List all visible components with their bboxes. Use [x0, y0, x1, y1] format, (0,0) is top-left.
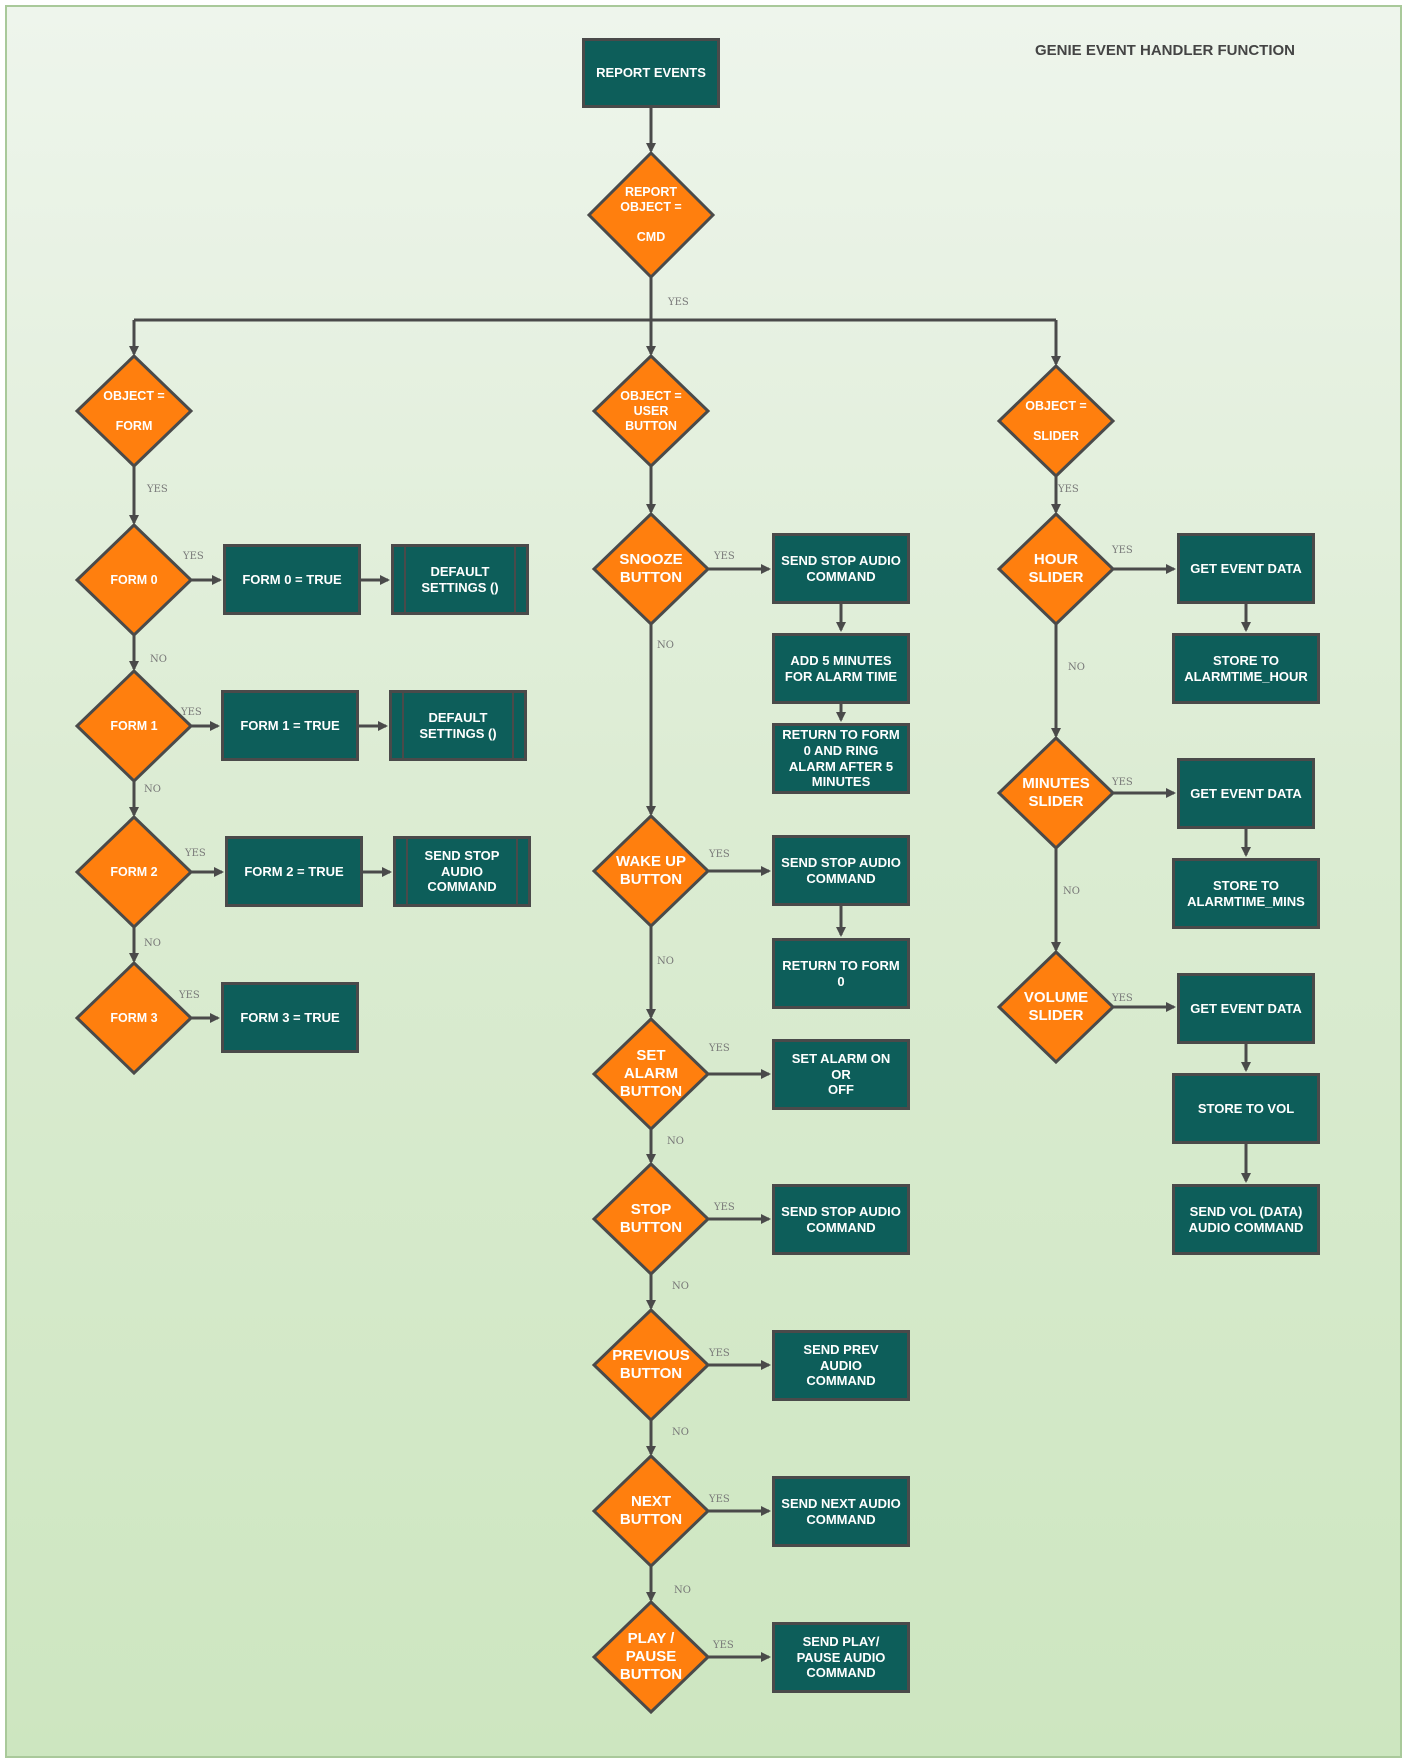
decision-previous-button: PREVIOUS BUTTON: [612, 1347, 690, 1382]
label-no-setalarm: NO: [667, 1136, 684, 1147]
process-form2-true: FORM 2 = TRUE: [225, 836, 363, 907]
process-snooze-add-5: ADD 5 MINUTES FOR ALARM TIME: [772, 633, 910, 704]
label-yes-root: YES: [668, 297, 689, 308]
decision-object-form: OBJECT = FORM: [103, 388, 165, 433]
decision-form-1: FORM 1: [110, 718, 158, 733]
process-minutes-store: STORE TO ALARMTIME_MINS: [1172, 858, 1320, 929]
connector-lines: [129, 108, 1251, 1662]
label-no-previous: NO: [672, 1427, 689, 1438]
decision-wakeup-button: WAKE UP BUTTON: [615, 853, 686, 888]
decision-report-object-cmd: REPORT OBJECT = CMD: [620, 185, 682, 244]
label-yes-form3: YES: [179, 990, 200, 1001]
label-yes-setalarm: YES: [709, 1043, 730, 1054]
process-minutes-get-event: GET EVENT DATA: [1177, 758, 1315, 829]
diamond-volume: [996, 949, 1116, 1065]
process-set-alarm: SET ALARM ON OR OFF: [772, 1039, 910, 1110]
subprocess-default-settings-1: DEFAULT SETTINGS (): [389, 690, 527, 761]
diamond-playpause: [591, 1599, 711, 1715]
label-no-wakeup: NO: [657, 956, 674, 967]
process-form1-true: FORM 1 = TRUE: [221, 690, 359, 761]
process-send-prev: SEND PREV AUDIO COMMAND: [772, 1330, 910, 1401]
label-yes-volume: YES: [1112, 993, 1133, 1004]
label-no-next: NO: [674, 1585, 691, 1596]
label-yes-previous: YES: [709, 1348, 730, 1359]
process-send-next: SEND NEXT AUDIO COMMAND: [772, 1476, 910, 1547]
label-no-form2: NO: [144, 938, 161, 949]
process-form3-true: FORM 3 = TRUE: [221, 982, 359, 1053]
process-wakeup-send-stop: SEND STOP AUDIO COMMAND: [772, 835, 910, 906]
label-yes-stop: YES: [714, 1202, 735, 1213]
decision-form-2: FORM 2: [110, 864, 158, 879]
subprocess-default-settings-0: DEFAULT SETTINGS (): [391, 544, 529, 615]
decision-play-pause-button: PLAY / PAUSE BUTTON: [619, 1630, 683, 1683]
process-stop-send-stop: SEND STOP AUDIO COMMAND: [772, 1184, 910, 1255]
decision-object-user-button: OBJECT = USER BUTTON: [620, 388, 682, 433]
label-yes-snooze: YES: [714, 551, 735, 562]
label-no-form0: NO: [150, 654, 167, 665]
label-yes-form: YES: [147, 484, 168, 495]
process-volume-send-audio: SEND VOL (DATA) AUDIO COMMAND: [1172, 1184, 1320, 1255]
process-form0-true: FORM 0 = TRUE: [223, 544, 361, 615]
process-volume-store: STORE TO VOL: [1172, 1073, 1320, 1144]
decision-object-slider: OBJECT = SLIDER: [1025, 398, 1087, 443]
label-no-form1: NO: [144, 784, 161, 795]
process-send-play-pause: SEND PLAY/ PAUSE AUDIO COMMAND: [772, 1622, 910, 1693]
label-yes-slider: YES: [1058, 484, 1079, 495]
start-node-report-events: REPORT EVENTS: [582, 38, 720, 108]
decision-volume-slider: VOLUME SLIDER: [1023, 989, 1089, 1024]
label-yes-form1: YES: [181, 707, 202, 718]
label-yes-playpause: YES: [713, 1640, 734, 1651]
decision-snooze-button: SNOOZE BUTTON: [619, 551, 683, 586]
decision-set-alarm-button: SET ALARM BUTTON: [619, 1047, 683, 1100]
subprocess-send-stop-audio: SEND STOP AUDIO COMMAND: [393, 836, 531, 907]
process-snooze-return-form0: RETURN TO FORM 0 AND RING ALARM AFTER 5 …: [772, 723, 910, 794]
label-yes-minutes: YES: [1112, 777, 1133, 788]
process-hour-get-event: GET EVENT DATA: [1177, 533, 1315, 604]
decision-next-button: NEXT BUTTON: [619, 1493, 683, 1528]
diagram-title: GENIE EVENT HANDLER FUNCTION: [1034, 42, 1295, 59]
label-no-hour: NO: [1068, 662, 1085, 673]
process-hour-store: STORE TO ALARMTIME_HOUR: [1172, 633, 1320, 704]
label-yes-form0: YES: [183, 551, 204, 562]
process-wakeup-return-form0: RETURN TO FORM 0: [772, 938, 910, 1009]
label-yes-form2: YES: [185, 848, 206, 859]
label-no-snooze: NO: [657, 640, 674, 651]
process-volume-get-event: GET EVENT DATA: [1177, 973, 1315, 1044]
decision-form-0: FORM 0: [110, 572, 158, 587]
label-no-stop: NO: [672, 1281, 689, 1292]
decision-stop-button: STOP BUTTON: [619, 1201, 683, 1236]
label-yes-wakeup: YES: [709, 849, 730, 860]
label-yes-hour: YES: [1112, 545, 1133, 556]
decision-shapes: [74, 150, 1116, 1715]
process-snooze-send-stop: SEND STOP AUDIO COMMAND: [772, 533, 910, 604]
decision-minutes-slider: MINUTES SLIDER: [1022, 775, 1090, 810]
label-yes-next: YES: [709, 1494, 730, 1505]
decision-hour-slider: HOUR SLIDER: [1028, 551, 1084, 586]
label-no-minutes: NO: [1063, 886, 1080, 897]
diamond-form3: [74, 960, 194, 1076]
decision-form-3: FORM 3: [110, 1010, 158, 1025]
